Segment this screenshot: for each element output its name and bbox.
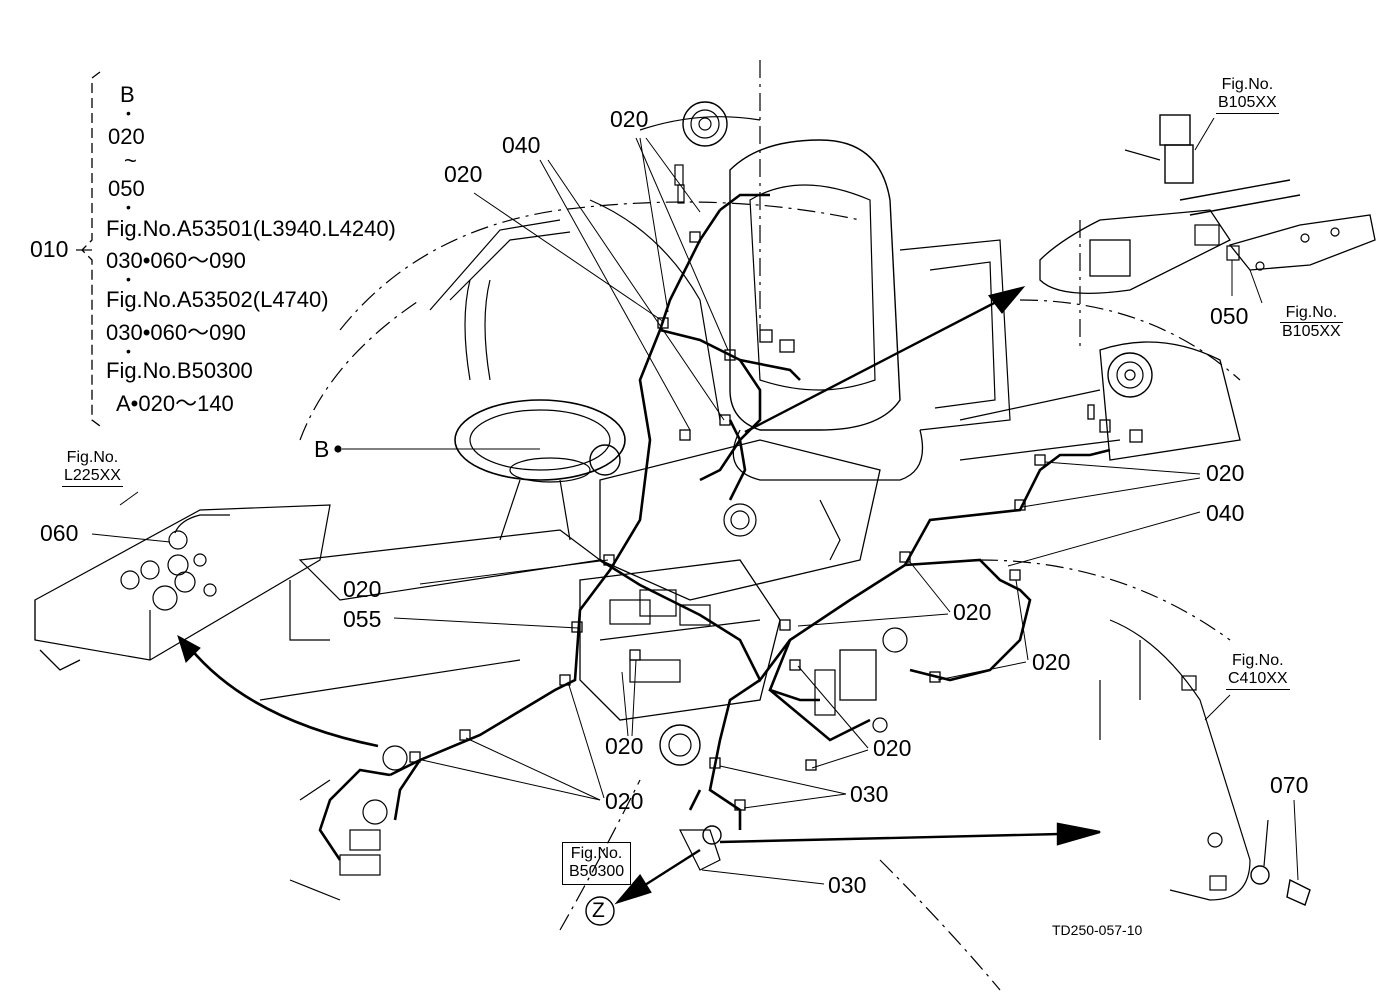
callout-020: 020 [610,106,649,132]
figref-number: L225XX [62,467,123,487]
callout-070: 070 [1270,772,1309,798]
figref-label: Fig.No. [1221,76,1274,93]
callout-030: 030 [828,872,867,898]
legend-line: ~ [124,148,137,173]
legend-line: • [126,271,131,287]
legend-line: Fig.No.B50300 [106,358,253,383]
legend-line: 020 [108,124,145,149]
legend-line: 030•060～090 [106,320,246,345]
horn-top [682,101,728,147]
figref-number: B50300 [569,863,625,881]
figref-c410[interactable]: Fig.No. C410XX [1226,652,1290,690]
legend-line: • [126,343,131,359]
callout-040: 040 [1206,500,1245,526]
steering-wheel [454,399,626,481]
callout-040: 040 [502,132,541,158]
legend-line: • [126,199,131,215]
figref-b105-top[interactable]: Fig.No. B105XX [1216,76,1279,114]
callout-020: 020 [1206,460,1245,486]
callout-060: 060 [40,520,79,546]
seat [729,139,901,431]
figref-label: Fig.No. [66,449,119,466]
callout-020: 020 [605,733,644,759]
view-marker-b: B [314,436,330,462]
starter [659,724,701,766]
legend-line: 050 [108,176,145,201]
legend-line: 030•060～090 [106,248,246,273]
callout-055: 055 [343,606,382,632]
callout-020: 020 [343,576,382,602]
z-marker-circle [585,896,615,926]
figref-l225[interactable]: Fig.No. L225XX [62,449,123,487]
callout-020: 020 [605,788,644,814]
callout-030: 030 [850,781,889,807]
figref-label: Fig.No. [1285,304,1338,321]
legend-line: A•020～140 [116,391,234,416]
figref-label: Fig.No. [1232,652,1284,669]
legend-bracket [81,71,101,427]
figref-number: B105XX [1280,322,1343,341]
callout-020: 020 [1032,649,1071,675]
callout-020: 020 [873,735,912,761]
figref-b50300[interactable]: Fig.No. B50300 [562,842,632,885]
inset-plate [34,504,331,661]
view-marker-z: Z [592,899,605,922]
legend-line: Fig.No.A53501(L3940.L4240) [106,216,396,241]
callout-020: 020 [953,599,992,625]
legend-line: B [120,82,135,107]
fuel-cap [723,503,757,537]
drawing-code: TD250-057-10 [1052,922,1143,938]
figref-b105-right[interactable]: Fig.No. B105XX [1280,304,1343,342]
figref-number: B105XX [1216,94,1279,114]
callout-050: 050 [1210,303,1249,329]
legend-line: • [126,105,131,121]
horn-right [1107,352,1153,398]
figref-number: C410XX [1226,670,1290,690]
figref-label: Fig.No. [570,845,623,862]
callout-020: 020 [444,161,483,187]
legend-ref-010: 010 [30,236,69,262]
legend-line: Fig.No.A53502(L4740) [106,287,329,312]
